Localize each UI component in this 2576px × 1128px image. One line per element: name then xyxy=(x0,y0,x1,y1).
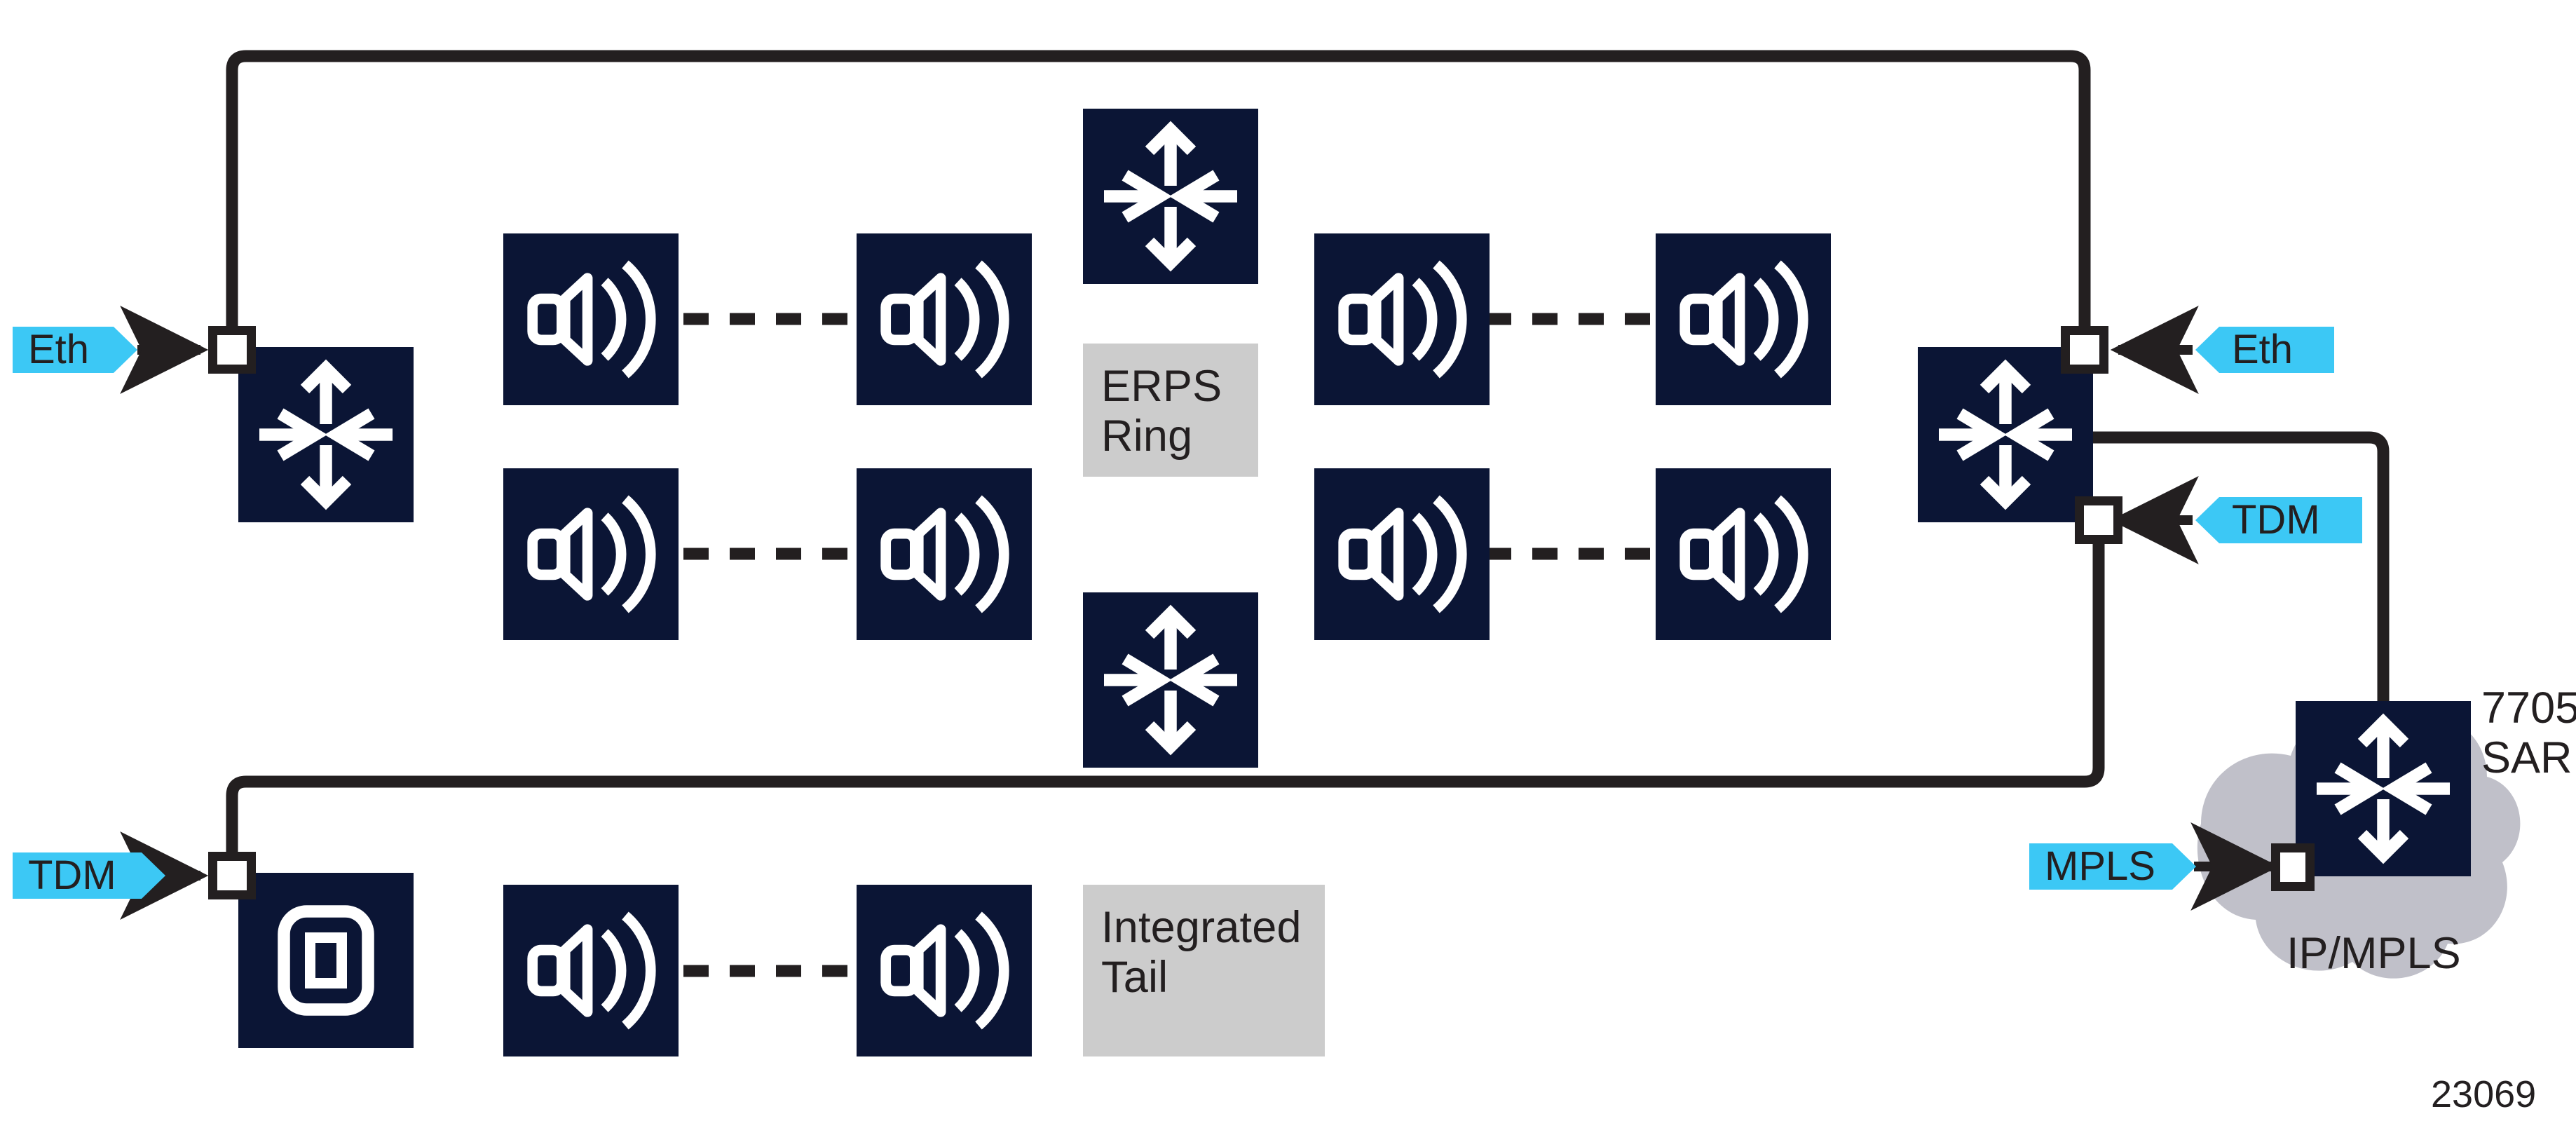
sar-callout: 7705 SAR xyxy=(2481,684,2576,782)
mux-icon xyxy=(278,905,374,1016)
tag-mpls[interactable]: MPLS xyxy=(2029,843,2196,890)
microwave-3[interactable] xyxy=(1314,233,1490,405)
integrated-tail-annotation: Integrated Tail xyxy=(1083,885,1325,1056)
tag-mpls-label: MPLS xyxy=(2045,843,2155,889)
microwave-4[interactable] xyxy=(1656,233,1831,405)
microwave-icon xyxy=(527,911,656,1030)
router-icon xyxy=(1104,121,1237,272)
microwave-icon xyxy=(880,260,1009,379)
port-eth-right[interactable] xyxy=(2061,326,2108,374)
microwave-10[interactable] xyxy=(857,885,1032,1056)
tag-eth-left-label: Eth xyxy=(28,327,90,372)
erps-ring-annotation: ERPS Ring xyxy=(1083,344,1258,477)
router-left[interactable] xyxy=(238,347,414,522)
microwave-icon xyxy=(1338,260,1467,379)
erps-ring-line-1: ERPS xyxy=(1101,362,1222,411)
microwave-9[interactable] xyxy=(503,885,679,1056)
tag-arrows xyxy=(120,306,2279,920)
tag-tdm-left[interactable]: TDM xyxy=(13,852,165,899)
router-icon xyxy=(2317,713,2450,864)
cloud-label-text: IP/MPLS xyxy=(2287,929,2461,978)
microwave-icon xyxy=(880,911,1009,1030)
microwave-icon xyxy=(1338,495,1467,613)
integrated-tail-line-2: Tail xyxy=(1101,952,1168,1002)
router-right[interactable] xyxy=(1918,347,2093,522)
port-tdm-right[interactable] xyxy=(2075,496,2122,544)
sar-drop-line xyxy=(2093,431,2390,701)
integrated-tail-line-1: Integrated xyxy=(1101,903,1302,952)
microwave-1[interactable] xyxy=(503,233,679,405)
tag-tdm-right[interactable]: TDM xyxy=(2195,497,2362,543)
router-sar[interactable] xyxy=(2296,701,2471,876)
router-icon xyxy=(1104,604,1237,756)
port-eth-left[interactable] xyxy=(208,326,256,374)
microwave-7[interactable] xyxy=(1314,468,1490,640)
sar-callout-line-1: 7705 xyxy=(2481,684,2576,733)
microwave-icon xyxy=(527,495,656,613)
port-tdm-left[interactable] xyxy=(208,852,256,899)
router-ring-top[interactable] xyxy=(1083,109,1258,284)
ip-mpls-cloud-label: IP/MPLS xyxy=(2287,929,2461,979)
tag-eth-right-label: Eth xyxy=(2232,327,2294,372)
sar-callout-line-2: SAR xyxy=(2481,733,2572,782)
tag-tdm-right-label: TDM xyxy=(2232,497,2320,543)
microwave-icon xyxy=(1679,495,1808,613)
microwave-5[interactable] xyxy=(503,468,679,640)
mux-bottom-left[interactable] xyxy=(238,873,414,1048)
tag-eth-right[interactable]: Eth xyxy=(2195,327,2334,373)
router-icon xyxy=(259,359,393,510)
router-ring-bottom[interactable] xyxy=(1083,592,1258,768)
microwave-8[interactable] xyxy=(1656,468,1831,640)
tag-tdm-left-label: TDM xyxy=(28,852,116,898)
router-icon xyxy=(1939,359,2072,510)
microwave-6[interactable] xyxy=(857,468,1032,640)
port-mpls[interactable] xyxy=(2271,843,2315,891)
trunk-bottom-line xyxy=(226,543,2105,852)
microwave-icon xyxy=(880,495,1009,613)
figure-id: 23069 xyxy=(2431,1073,2537,1115)
microwave-2[interactable] xyxy=(857,233,1032,405)
tag-eth-left[interactable]: Eth xyxy=(13,327,137,373)
microwave-icon xyxy=(527,260,656,379)
radio-hop-lines xyxy=(683,313,1654,977)
microwave-icon xyxy=(1679,260,1808,379)
trunk-top-line xyxy=(226,50,2091,326)
erps-ring-line-2: Ring xyxy=(1101,411,1193,461)
